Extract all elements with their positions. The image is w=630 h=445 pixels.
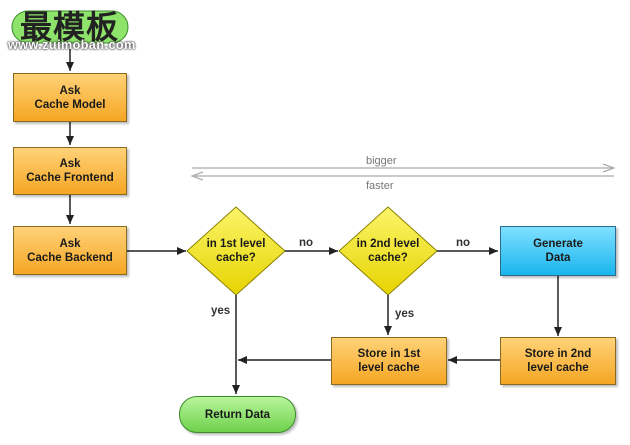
store-in-1st-level-cache-node: Store in 1st level cache (331, 337, 447, 385)
edge-label-yes-2: yes (395, 308, 415, 320)
store-in-2nd-level-cache-node: Store in 2nd level cache (500, 337, 616, 385)
ask-cache-model-node: Ask Cache Model (13, 73, 127, 122)
faster-label: faster (366, 180, 394, 192)
bigger-label: bigger (366, 155, 397, 167)
generate-data-node: Generate Data (500, 226, 616, 276)
decision-1st-level-label: in 1st level cache? (206, 238, 266, 264)
edge-label-no-2: no (456, 237, 471, 249)
ask-cache-frontend-node: Ask Cache Frontend (13, 147, 127, 195)
return-data-node: Return Data (179, 396, 296, 433)
edge-label-no-1: no (299, 237, 314, 249)
watermark-title: 最模板 (20, 8, 120, 46)
watermark-url: www.zuimoban.com (8, 38, 136, 52)
decision-2nd-level-label: in 2nd level cache? (356, 238, 420, 264)
edge-label-yes-1: yes (211, 305, 231, 317)
ask-cache-backend-node: Ask Cache Backend (13, 226, 127, 275)
